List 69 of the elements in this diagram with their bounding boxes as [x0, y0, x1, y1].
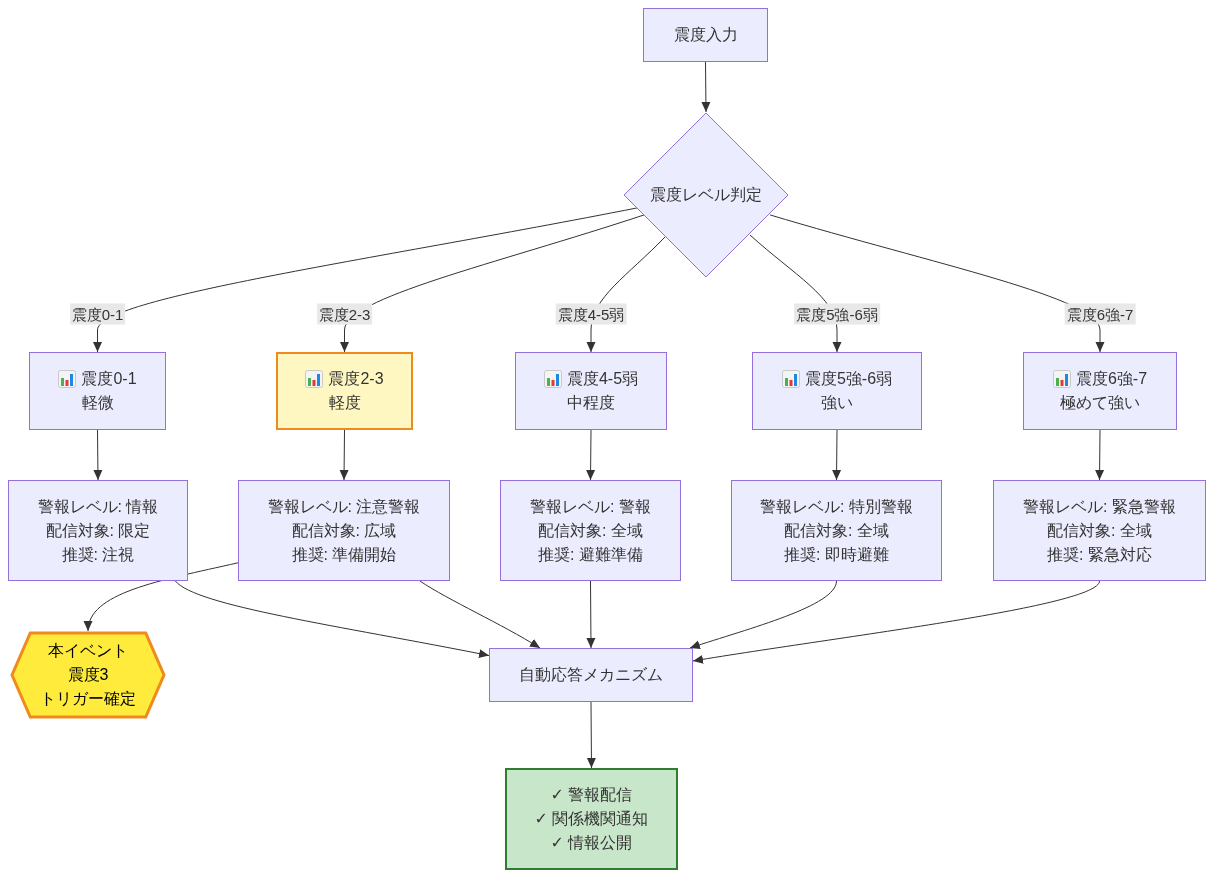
- level-title: 震度2-3: [328, 369, 384, 389]
- checklist-item: ✓ 警報配信: [550, 785, 633, 805]
- process-box: [489, 648, 693, 702]
- level-box: [29, 352, 166, 430]
- level-box: [1023, 352, 1177, 430]
- trigger-hexagon: [10, 631, 166, 719]
- alert-detail: 推奨: 注視: [61, 544, 135, 565]
- alert-box: [731, 480, 942, 581]
- edge-label: 震度6強-7: [1064, 303, 1136, 325]
- trigger-text: トリガー確定: [40, 689, 136, 709]
- arrow: [93, 207, 638, 353]
- arrow: [586, 429, 596, 481]
- alert-detail: 推奨: 準備開始: [291, 544, 397, 565]
- alert-detail: 警報レベル: 緊急警報: [1023, 496, 1176, 517]
- level-description: 軽微: [81, 393, 114, 413]
- alert-detail: 推奨: 緊急対応: [1047, 544, 1152, 565]
- alert-detail: 警報レベル: 特別警報: [760, 496, 913, 517]
- checklist-item: ✓ 情報公開: [550, 833, 633, 853]
- alert-detail: 配信対象: 全域: [784, 520, 889, 541]
- alert-box: [8, 480, 188, 581]
- alert-detail: 配信対象: 全域: [1047, 520, 1152, 541]
- level-title: 震度5強-6弱: [804, 369, 893, 389]
- level-description: 軽度: [328, 393, 361, 413]
- alert-detail: 警報レベル: 警報: [530, 496, 651, 517]
- arrow: [174, 580, 490, 659]
- level-title: 震度4-5弱: [566, 369, 639, 389]
- level-box: [752, 352, 922, 430]
- alert-box: [500, 480, 681, 581]
- arrow: [419, 580, 541, 649]
- alert-detail: 配信対象: 全域: [538, 520, 643, 541]
- edge-label: 震度2-3: [316, 303, 373, 325]
- highlighted-level-box: [276, 352, 413, 430]
- result-box: [505, 768, 678, 870]
- arrow: [339, 429, 349, 481]
- node-label: 自動応答メカニズム: [519, 665, 663, 685]
- decision-diamond: [623, 112, 789, 278]
- arrow: [701, 61, 711, 113]
- level-description: 中程度: [567, 393, 615, 413]
- alert-detail: 推奨: 即時避難: [784, 544, 889, 565]
- edge-label: 震度0-1: [69, 303, 126, 325]
- arrow: [832, 429, 842, 481]
- arrow: [689, 580, 837, 650]
- level-description: 極めて強い: [1060, 393, 1140, 413]
- alert-box: [993, 480, 1206, 581]
- arrow: [586, 701, 596, 769]
- checklist-item: ✓ 関係機関通知: [534, 809, 649, 829]
- alert-detail: 配信対象: 広域: [291, 520, 397, 541]
- node-label: 震度レベル判定: [650, 185, 762, 205]
- level-box: [515, 352, 667, 430]
- arrow: [692, 580, 1100, 664]
- trigger-text: 震度3: [67, 665, 109, 685]
- level-title: 震度0-1: [81, 369, 137, 389]
- arrow: [93, 429, 103, 481]
- alert-detail: 配信対象: 限定: [45, 520, 151, 541]
- process-box: [643, 8, 768, 62]
- alert-box: [238, 480, 450, 581]
- trigger-text: 本イベント: [48, 641, 128, 661]
- level-description: 強い: [821, 393, 853, 413]
- node-label: 震度入力: [673, 25, 738, 45]
- arrow: [1095, 429, 1105, 481]
- arrow: [769, 214, 1105, 353]
- edge-label: 震度4-5弱: [555, 303, 627, 325]
- arrow: [586, 580, 596, 649]
- edge-label: 震度5強-6弱: [794, 303, 880, 325]
- level-title: 震度6強-7: [1075, 369, 1148, 389]
- alert-detail: 警報レベル: 情報: [37, 496, 159, 517]
- alert-detail: 推奨: 避難準備: [538, 544, 643, 565]
- alert-detail: 警報レベル: 注意警報: [267, 496, 421, 517]
- arrow: [340, 214, 645, 353]
